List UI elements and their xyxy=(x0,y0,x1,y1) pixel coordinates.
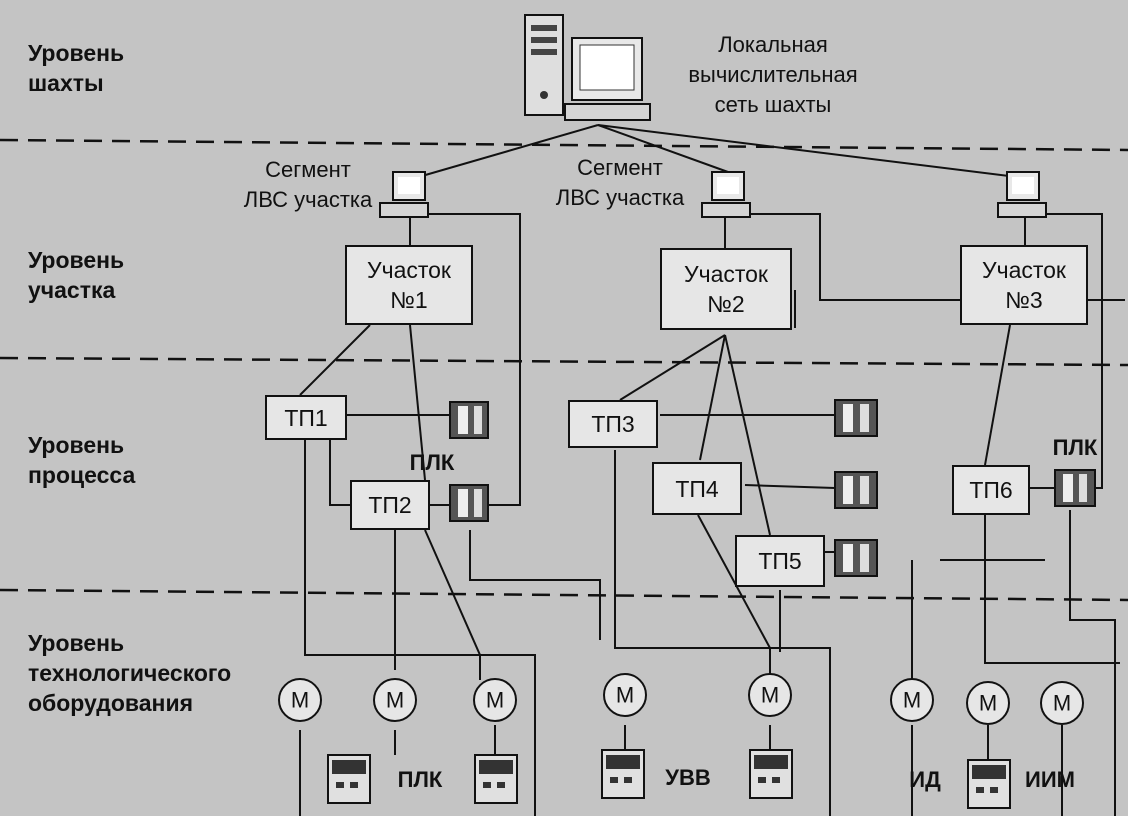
motor-icon xyxy=(748,673,792,717)
motor-label: М xyxy=(291,688,309,713)
motor-icon xyxy=(1040,681,1084,725)
plc-unit-icon xyxy=(1054,469,1096,507)
motor-icon xyxy=(603,673,647,717)
tp-box-4: ТП4 xyxy=(652,462,742,515)
separator-1 xyxy=(0,138,1128,152)
uvv-device-icon xyxy=(749,749,793,799)
plc-label-bottom: ПЛК xyxy=(397,767,443,792)
plc-unit-icon xyxy=(449,484,489,522)
separator-3 xyxy=(0,588,1128,602)
level-process-label: Уровень процесса xyxy=(28,432,136,488)
id-label: ИД xyxy=(909,767,941,792)
motor-label: М xyxy=(1053,691,1071,716)
motor-icon xyxy=(373,678,417,722)
segment-label-1: Сегмент ЛВС участка xyxy=(243,157,373,212)
segment-pc-icon-2 xyxy=(701,171,751,218)
tp-box-5: ТП5 xyxy=(735,535,825,587)
plc-label-right: ПЛК xyxy=(1052,435,1098,460)
section-box-3: Участок №3 xyxy=(960,245,1088,325)
plc-device-icon xyxy=(474,754,518,804)
motor-label: М xyxy=(386,688,404,713)
motor-label: М xyxy=(979,691,997,716)
level-mine-label: Уровень шахты xyxy=(28,40,125,96)
level-equipment-label: Уровень технологического оборудования xyxy=(28,630,232,716)
plc-unit-icon xyxy=(834,471,878,509)
plc-unit-icon xyxy=(834,539,878,577)
motor-label: М xyxy=(486,688,504,713)
iim-device-icon xyxy=(967,759,1011,809)
network-label: Локальная вычислительная сеть шахты xyxy=(688,32,858,117)
tp-box-2: ТП2 xyxy=(350,480,430,530)
motor-icon xyxy=(966,681,1010,725)
section-box-1: Участок №1 xyxy=(345,245,473,325)
server-computer-icon xyxy=(524,14,651,121)
tp-box-6: ТП6 xyxy=(952,465,1030,515)
plc-label-mid: ПЛК xyxy=(409,450,455,475)
iim-label: ИИМ xyxy=(1025,767,1075,792)
plc-unit-icon xyxy=(449,401,489,439)
level-section-label: Уровень участка xyxy=(28,247,125,303)
uvv-label: УВВ xyxy=(665,765,711,790)
section-box-2: Участок №2 xyxy=(660,248,792,330)
tp-box-3: ТП3 xyxy=(568,400,658,448)
segment-pc-icon-1 xyxy=(379,171,429,218)
motor-label: М xyxy=(761,683,779,708)
plc-unit-icon xyxy=(834,399,878,437)
segment-label-2: Сегмент ЛВС участка xyxy=(555,155,685,210)
segment-pc-icon-3 xyxy=(997,171,1047,218)
motor-label: М xyxy=(616,683,634,708)
motor-label: М xyxy=(903,688,921,713)
separator-2 xyxy=(0,356,1128,367)
tp-box-1: ТП1 xyxy=(265,395,347,440)
motor-icon xyxy=(473,678,517,722)
plc-device-icon xyxy=(327,754,371,804)
motor-icon xyxy=(890,678,934,722)
uvv-device-icon xyxy=(601,749,645,799)
motor-icon xyxy=(278,678,322,722)
